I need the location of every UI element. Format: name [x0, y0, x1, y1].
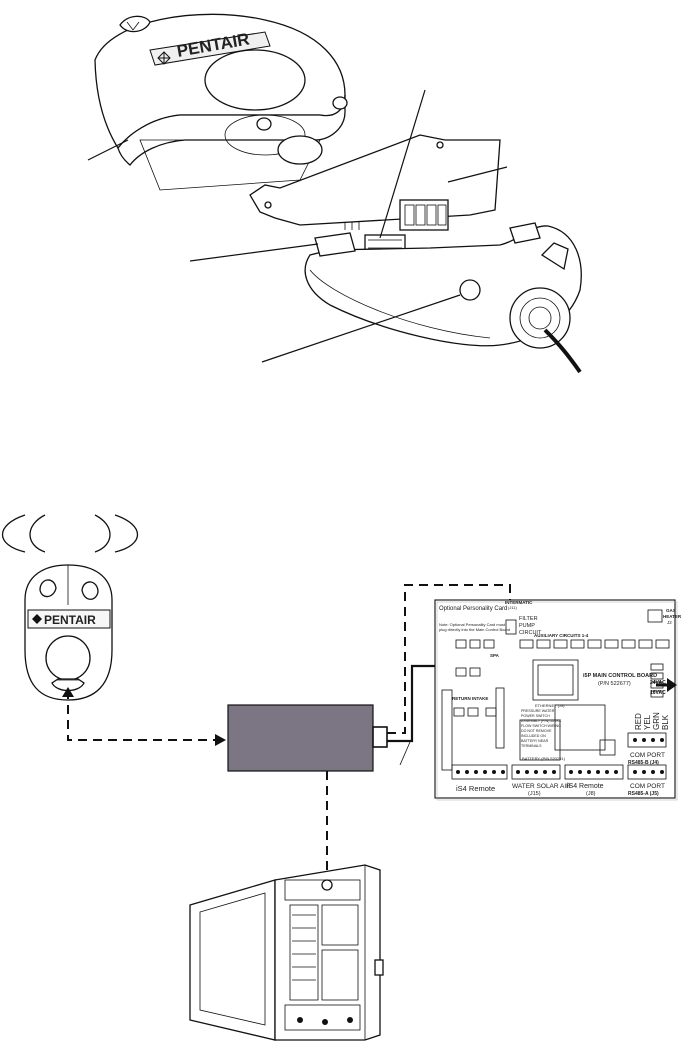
leader-bottom-housing: [261, 294, 461, 363]
com-port-b-label-2: RS485-B (J4): [628, 760, 659, 766]
svg-text:INCLUDED ON: INCLUDED ON: [521, 734, 546, 738]
svg-text:ASSEMBLY (P/N) 520XX: ASSEMBLY (P/N) 520XX: [521, 719, 562, 723]
svg-text:TERMINALS: TERMINALS: [521, 744, 542, 748]
warning-text-block: PRESSURE WATER POWER SWITCH ASSEMBLY (P/…: [521, 709, 562, 748]
remote-exploded-view: PENTAIR: [87, 13, 582, 374]
personality-card-note-1: Note: Optional Personality Card must: [439, 622, 506, 627]
transceiver-box: [227, 704, 374, 772]
svg-text:POWER SWITCH: POWER SWITCH: [521, 714, 550, 718]
battery-label: BATTERY (P/N 520251): [522, 756, 566, 761]
intermatic-sub: (J11): [508, 605, 517, 610]
com-port-a-label-1: COM PORT: [630, 783, 665, 790]
com-port-a-label-2: RS485-A (J5): [628, 791, 659, 797]
com-port-b-label-1: COM PORT: [630, 752, 665, 759]
pentair-logo-icon: [157, 51, 171, 65]
power-label-16vac: 16VAC: [650, 690, 666, 696]
top-button-icon: [119, 15, 151, 33]
svg-text:DO NOT REMOVE: DO NOT REMOVE: [521, 729, 552, 733]
remote-bottom-housing: [304, 222, 582, 374]
communication-cable-line: [387, 664, 518, 743]
gas-heater-label-3: J2: [667, 620, 672, 625]
remote-top-cover: PENTAIR: [94, 13, 348, 191]
svg-text:PRESSURE WATER: PRESSURE WATER: [521, 709, 555, 713]
is4-remote-mid-label: iS4 Remote: [567, 783, 604, 790]
arrow-board-icon: [516, 660, 528, 672]
filter-label-2: PUMP: [519, 623, 535, 629]
radio-waves-icon: [1, 514, 139, 553]
cable-leader: [399, 741, 411, 766]
wire-color-grn: GRN: [652, 712, 661, 730]
wire-color-red: RED: [634, 713, 643, 730]
ethernet-label: ETHERNET (J3): [535, 703, 565, 708]
board-name-label: i5P MAIN CONTROL BOARD: [583, 673, 657, 679]
remote-button-right-icon: [81, 581, 99, 600]
svg-text:BATTERY NEAR: BATTERY NEAR: [521, 739, 549, 743]
wire-color-yel: YEL: [643, 714, 652, 730]
remote-logo-icon: [32, 614, 42, 624]
leader-circuit-board: [447, 166, 508, 183]
intermatic-label: INTERMATIC: [505, 600, 533, 605]
power-label-24vac: 24VAC: [650, 680, 666, 686]
aux-circuits-label: AUXILIARY CIRCUITS 1-4: [534, 633, 589, 638]
wireless-link-line: [67, 690, 215, 741]
is4-remote-left-label: iS4 Remote: [456, 784, 495, 793]
arrow-up-icon: [62, 687, 74, 697]
return-intake-label: RETURN INTAKE: [452, 696, 488, 701]
personality-card-note-2: plug directly into the Main Control Boar…: [439, 627, 510, 632]
is4-remote-mid-sub: (J8): [586, 791, 596, 797]
spa-label: SPA: [490, 653, 500, 658]
personality-card-title: Optional Personality Card: [439, 606, 507, 612]
transceiver-connector: [372, 726, 388, 748]
leader-connector: [379, 89, 426, 239]
sensor-labels: WATER SOLAR AIR: [512, 783, 571, 790]
svg-text:FLOW SWITCH WIRING: FLOW SWITCH WIRING: [521, 724, 561, 728]
arrow-down-icon: [504, 605, 516, 615]
part-number-label: (P/N 522677): [598, 681, 631, 687]
load-center-enclosure: [189, 864, 384, 1041]
main-control-board: Optional Personality Card Note: Optional…: [434, 599, 682, 801]
handheld-remote: PENTAIR: [24, 564, 113, 701]
remote-button-left-icon: [39, 579, 57, 598]
leader-side-clip: [189, 243, 319, 262]
filter-label-3: CIRCUIT: [519, 630, 542, 636]
arrow-right-icon: [215, 734, 226, 746]
intermatic-link-line: [387, 584, 511, 734]
leader-top-cover: [87, 139, 129, 161]
sensor-sub-label: (J15): [528, 791, 541, 797]
remote-logo-text: PENTAIR: [44, 613, 96, 627]
gas-heater-label-2: HEATER: [663, 614, 682, 619]
power-arrow-icon: [667, 678, 677, 692]
filter-label-1: FILTER: [519, 616, 538, 622]
gas-heater-label-1: GAS: [666, 608, 676, 613]
wire-color-blk: BLK: [661, 714, 670, 730]
